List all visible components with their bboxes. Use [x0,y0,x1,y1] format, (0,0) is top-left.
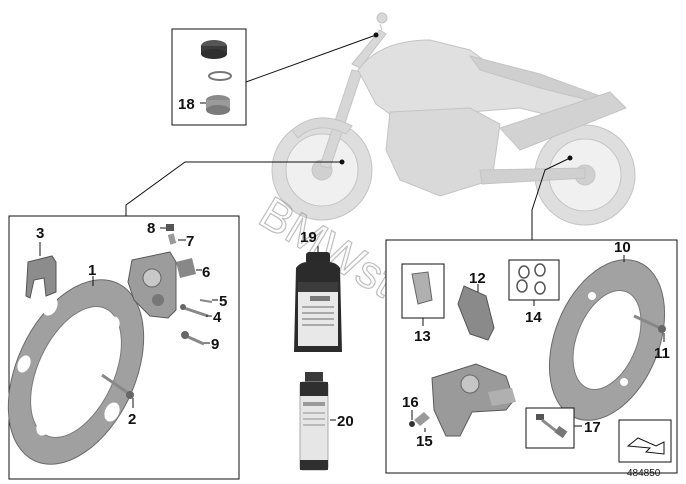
part-number-6: 6 [202,264,210,281]
part-number-19: 19 [300,229,317,246]
part-number-7: 7 [186,233,194,250]
spray-can [299,372,336,471]
motorcycle-illustration [271,12,636,226]
rear-brake-disc [548,259,666,421]
part-number-18: 18 [178,96,195,113]
diagram-reference-number: 484850 [627,468,661,479]
part-number-16: 16 [402,394,419,411]
part-number-2: 2 [128,411,136,428]
part-number-9: 9 [211,336,219,353]
part-number-5: 5 [219,293,227,310]
brake-fluid-bottle [294,246,342,352]
master-cylinder-box [171,28,247,126]
part-number-11: 11 [654,345,670,362]
part-number-1: 1 [88,262,96,279]
part-number-4: 4 [213,309,222,326]
part-number-14: 14 [525,309,542,326]
rear-brake-box [385,239,678,474]
part-number-8: 8 [147,220,155,237]
direction-arrow-icon [618,419,672,463]
part-number-17: 17 [584,419,601,436]
part-number-20: 20 [337,413,354,430]
part-number-12: 12 [469,270,486,287]
part-number-10: 10 [614,239,631,256]
part-number-15: 15 [416,433,433,450]
part-number-13: 13 [414,328,431,345]
front-brake-disc [7,279,145,465]
front-brake-box [7,215,240,480]
callout-lines [125,32,573,240]
part-number-3: 3 [36,225,44,242]
